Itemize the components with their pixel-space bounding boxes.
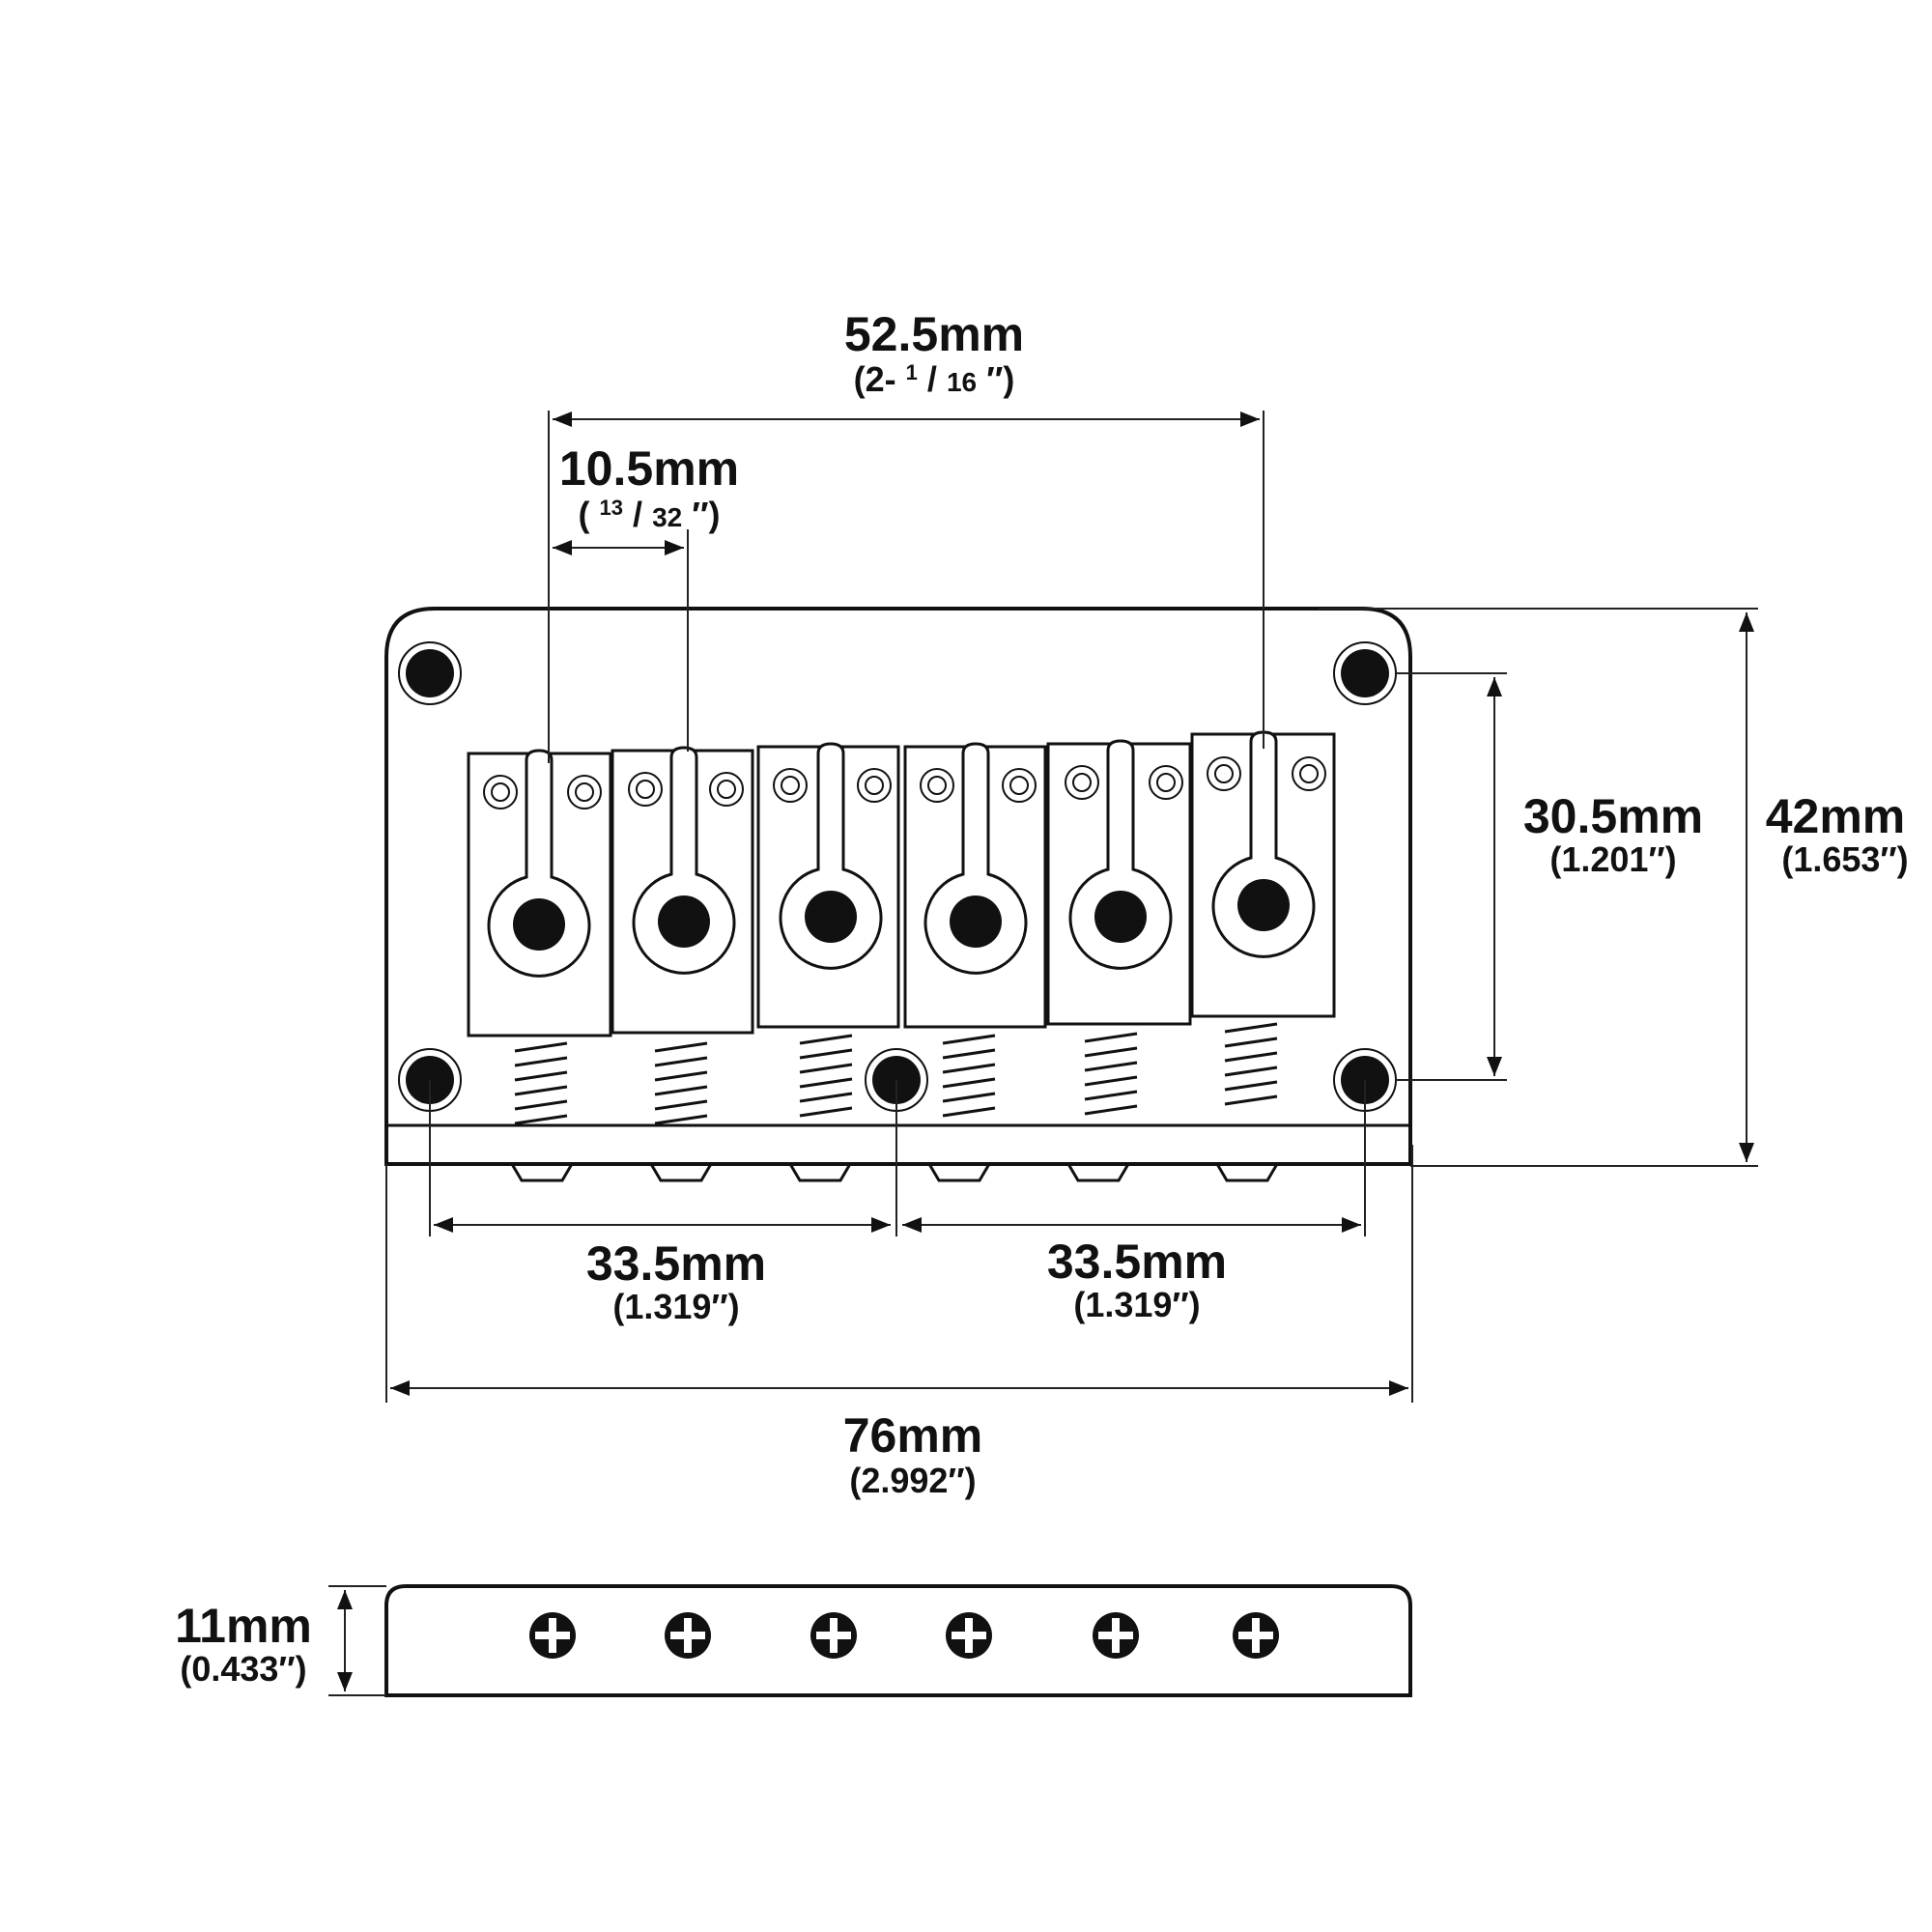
bridge-side-view bbox=[384, 1584, 1412, 1697]
side-height-inch: (0.433″) bbox=[180, 1649, 306, 1689]
mount-hole-height-mm: 30.5mm bbox=[1523, 789, 1703, 843]
saddle-springs bbox=[514, 1022, 1278, 1125]
mounting-hole-top-left bbox=[398, 641, 462, 705]
side-height-mm: 11mm bbox=[175, 1599, 312, 1653]
saddle-1 bbox=[467, 749, 612, 1037]
dim-string-spread: 52.5mm (2- 1 / 16 ″) bbox=[548, 307, 1264, 763]
dim-saddle-spacing: 10.5mm ( 13 / 32 ″) bbox=[553, 441, 739, 752]
plate-height-mm: 42mm bbox=[1766, 789, 1906, 843]
hole-spacing-left-mm: 33.5mm bbox=[586, 1236, 766, 1291]
side-screw-3 bbox=[810, 1612, 857, 1659]
saddle-3 bbox=[756, 742, 900, 1029]
dim-hole-spacing-right: 33.5mm (1.319″) bbox=[902, 1080, 1366, 1324]
saddle-6 bbox=[1190, 730, 1336, 1018]
side-screw-6 bbox=[1233, 1612, 1279, 1659]
dim-mount-hole-height: 30.5mm (1.201″) bbox=[1396, 672, 1703, 1081]
string-spread-mm: 52.5mm bbox=[844, 307, 1024, 361]
mounting-hole-top-right bbox=[1333, 641, 1397, 705]
dim-side-height: 11mm (0.433″) bbox=[175, 1585, 386, 1696]
hole-spacing-left-inch: (1.319″) bbox=[612, 1287, 739, 1326]
dim-plate-height: 42mm (1.653″) bbox=[1319, 608, 1909, 1167]
mount-hole-height-inch: (1.201″) bbox=[1549, 839, 1676, 879]
plate-width-mm: 76mm bbox=[843, 1408, 983, 1463]
hole-spacing-right-mm: 33.5mm bbox=[1047, 1235, 1227, 1289]
dim-hole-spacing-left: 33.5mm (1.319″) bbox=[429, 1080, 897, 1326]
plate-height-inch: (1.653″) bbox=[1781, 839, 1908, 879]
hole-spacing-right-inch: (1.319″) bbox=[1073, 1285, 1200, 1324]
side-screw-4 bbox=[946, 1612, 992, 1659]
saddle-spacing-mm: 10.5mm bbox=[559, 441, 739, 496]
string-spread-inch: (2- 1 / 16 ″) bbox=[854, 348, 1015, 399]
saddle-2 bbox=[611, 746, 754, 1035]
saddle-5 bbox=[1046, 739, 1192, 1026]
saddle-spacing-inch: ( 13 / 32 ″) bbox=[579, 483, 721, 534]
side-screw-5 bbox=[1093, 1612, 1139, 1659]
dim-plate-width: 76mm (2.992″) bbox=[385, 1145, 1413, 1500]
saddle-4 bbox=[903, 742, 1047, 1029]
side-screw-1 bbox=[529, 1612, 576, 1659]
plate-width-inch: (2.992″) bbox=[849, 1461, 976, 1500]
side-screw-2 bbox=[665, 1612, 711, 1659]
height-screw-tips bbox=[510, 1163, 1279, 1182]
